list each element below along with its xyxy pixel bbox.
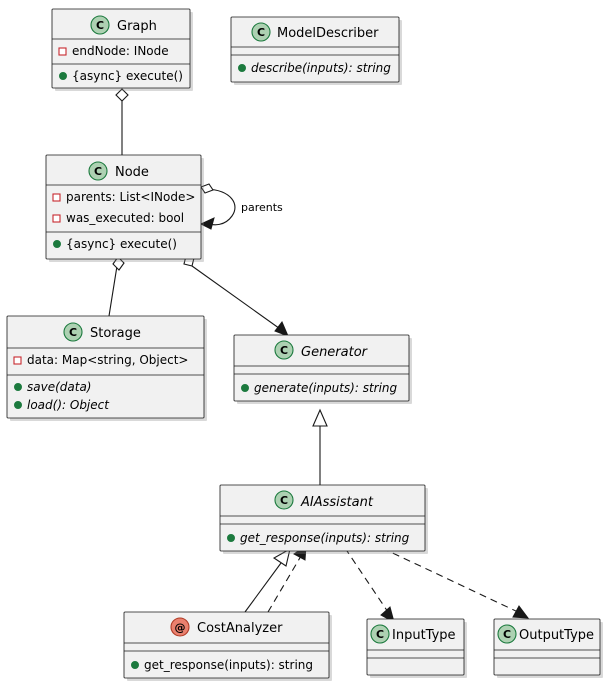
- attribute-was-executed: was_executed: bool: [66, 211, 184, 225]
- class-icon: [90, 15, 110, 35]
- edge-label-parents: parents: [241, 201, 283, 214]
- class-name-generator: Generator: [301, 345, 369, 360]
- class-icon: [251, 22, 271, 42]
- attribute-parents: parents: List<INode>: [66, 190, 195, 204]
- class-icon: [274, 490, 294, 510]
- method-save: save(data): [27, 380, 91, 394]
- public-marker: [53, 239, 62, 248]
- class-icon-glyph: C: [376, 628, 384, 641]
- class-icon: [370, 624, 390, 644]
- relation-aiassistant-generator[interactable]: [312, 408, 328, 486]
- class-name-graph: Graph: [117, 19, 157, 34]
- class-icon: [497, 624, 517, 644]
- class-box-node[interactable]: C Node parents: List<INode> was_executed…: [45, 154, 204, 262]
- class-name-node: Node: [115, 165, 149, 180]
- public-marker: [237, 64, 246, 73]
- relation-node-self-parents[interactable]: parents: [199, 183, 283, 230]
- relation-node-storage[interactable]: [108, 256, 125, 317]
- method-load: load(): Object: [27, 398, 110, 412]
- private-marker: [52, 214, 61, 223]
- relation-costanalyzer-aiassistant[interactable]: [244, 547, 291, 613]
- class-name-outputtype: OutputType: [519, 628, 594, 643]
- relations-layer: parents: [108, 88, 530, 623]
- class-icon: [88, 161, 108, 181]
- private-marker: [13, 356, 22, 365]
- relation-aiassistant-outputtype[interactable]: [381, 547, 530, 619]
- method-get-response: get_response(inputs): string: [144, 658, 313, 672]
- class-icon-glyph: C: [280, 344, 288, 357]
- class-name-modeldescriber: ModelDescriber: [277, 26, 379, 41]
- public-marker: [13, 382, 22, 391]
- class-box-modeldescriber[interactable]: C ModelDescriber describe(inputs): strin…: [230, 16, 402, 85]
- public-marker: [59, 72, 68, 81]
- attribute-endnode: endNode: INode: [72, 44, 169, 58]
- annotation-icon: [170, 617, 190, 637]
- class-icon-glyph: C: [96, 19, 104, 32]
- class-icon: [63, 322, 83, 342]
- class-name-costanalyzer: CostAnalyzer: [197, 621, 283, 636]
- class-box-graph[interactable]: C Graph endNode: INode {async} execute(): [51, 8, 193, 91]
- method-describe: describe(inputs): string: [251, 61, 391, 75]
- class-icon-glyph: C: [69, 326, 77, 339]
- class-box-aiassistant[interactable]: C AIAssistant get_response(inputs): stri…: [219, 484, 428, 554]
- public-marker: [226, 534, 235, 543]
- attribute-data: data: Map<string, Object>: [27, 353, 188, 367]
- relation-aiassistant-inputtype[interactable]: [344, 547, 395, 623]
- class-icon-glyph: C: [257, 26, 265, 39]
- class-box-inputtype[interactable]: C InputType: [366, 618, 467, 678]
- class-box-storage[interactable]: C Storage data: Map<string, Object> save…: [6, 315, 207, 421]
- class-name-aiassistant: AIAssistant: [300, 495, 374, 510]
- private-marker: [58, 47, 67, 56]
- method-execute: {async} execute(): [72, 69, 183, 83]
- class-box-outputtype[interactable]: C OutputType: [493, 618, 603, 678]
- class-icon-glyph: C: [503, 628, 511, 641]
- class-box-costanalyzer[interactable]: @ CostAnalyzer get_response(inputs): str…: [123, 611, 332, 681]
- class-name-inputtype: InputType: [392, 628, 456, 643]
- class-box-generator[interactable]: C Generator generate(inputs): string: [233, 334, 412, 404]
- class-name-storage: Storage: [90, 326, 141, 341]
- method-generate: generate(inputs): string: [254, 381, 398, 395]
- class-icon-glyph: C: [280, 494, 288, 507]
- class-icon: [274, 340, 294, 360]
- relation-graph-node[interactable]: [115, 88, 129, 155]
- class-icon-glyph: C: [94, 165, 102, 178]
- public-marker: [13, 400, 22, 409]
- public-marker: [240, 383, 249, 392]
- annotation-icon-glyph: @: [175, 621, 186, 634]
- method-get-response: get_response(inputs): string: [240, 531, 410, 545]
- public-marker: [130, 661, 139, 670]
- method-execute: {async} execute(): [66, 237, 177, 251]
- private-marker: [52, 193, 61, 202]
